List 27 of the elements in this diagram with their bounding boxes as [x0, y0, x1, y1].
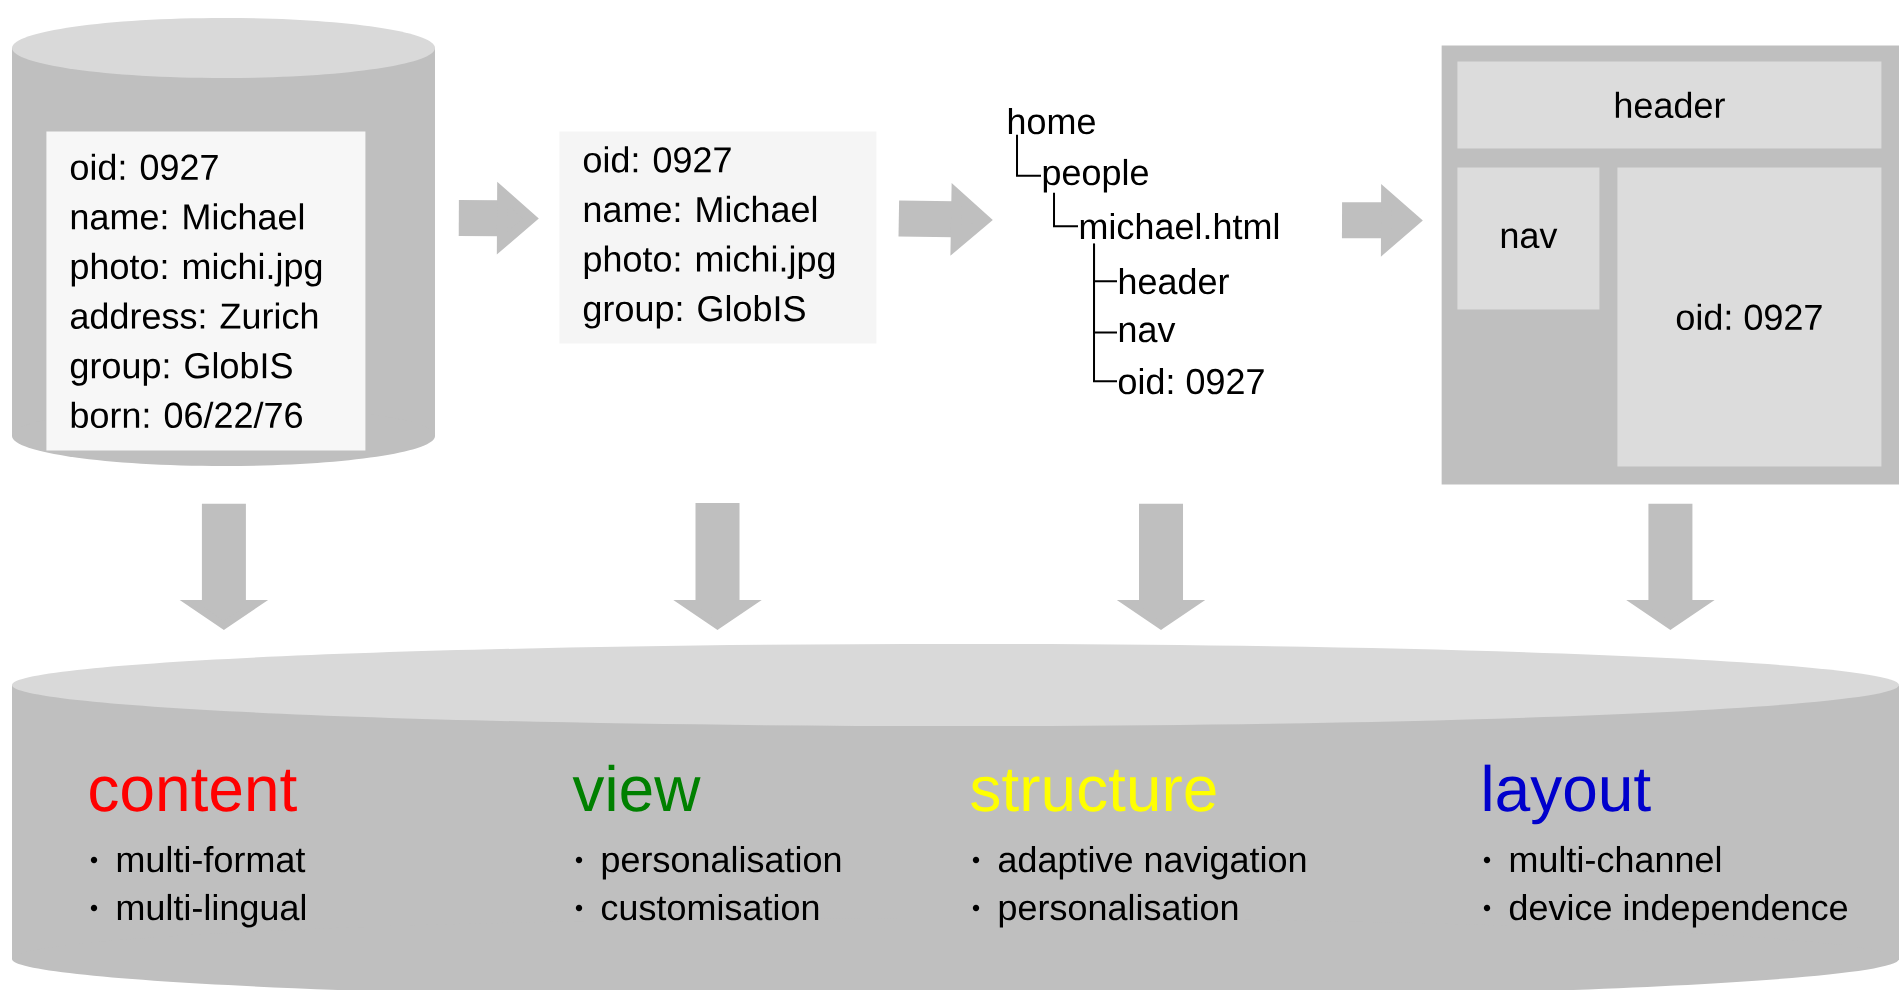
- tree-connector: [1093, 242, 1118, 383]
- layout-region: nav: [1457, 167, 1600, 310]
- bullet-item: adaptive navigation: [972, 845, 1306, 880]
- tree-label: header: [1119, 267, 1229, 295]
- bullet-item: multi-lingual: [90, 893, 305, 928]
- bullet-item: device independence: [1483, 893, 1847, 928]
- tree-connector: [1016, 133, 1042, 177]
- layout-region: header: [1457, 61, 1882, 149]
- bullet-item: personalisation: [972, 893, 1238, 928]
- bullet-item: personalisation: [575, 845, 841, 880]
- tree-label: michael.html: [1080, 212, 1279, 240]
- category-heading: view: [572, 764, 701, 812]
- category-heading: structure: [971, 769, 1216, 812]
- category-heading: layout: [1484, 764, 1651, 825]
- category-heading: content: [90, 769, 297, 812]
- tree-label: people: [1043, 158, 1148, 193]
- record-card: oid: 0927 name: Michael photo: michi.jpg group: GlobIS: [559, 131, 877, 344]
- tree-label: home: [1008, 107, 1095, 135]
- layout-region: oid: 0927: [1617, 167, 1882, 467]
- bullet-item: multi-channel: [1483, 845, 1721, 873]
- record-card: oid: 0927 name: Michael photo: michi.jpg address: Zurich group: GlobIS born: 06/22/76: [46, 131, 366, 451]
- cylinder: [12, 644, 1899, 990]
- tree-connector: [1053, 191, 1079, 228]
- tree-label: oid: 0927: [1118, 367, 1264, 395]
- bullet-item: customisation: [575, 893, 819, 921]
- tree-label: nav: [1119, 322, 1176, 343]
- bullet-item: multi-format: [90, 845, 306, 873]
